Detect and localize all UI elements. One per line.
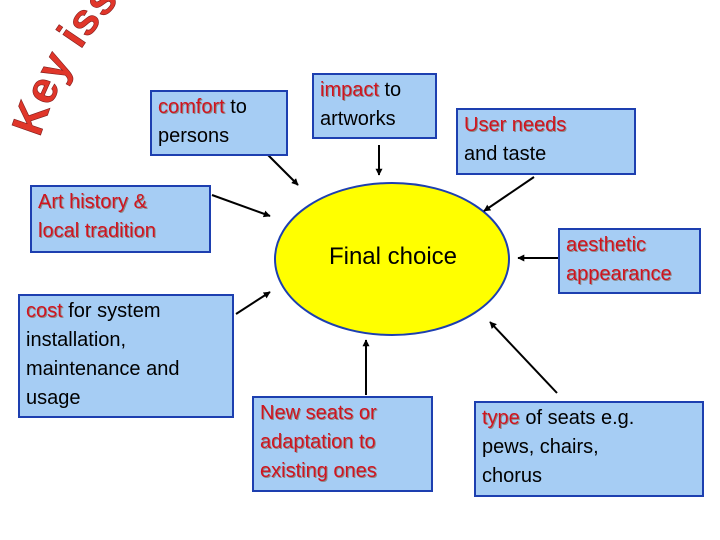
new-seats-line3: existing ones — [260, 460, 377, 482]
cost-keyword: cost — [26, 300, 63, 322]
art-history-line1: Art history & — [38, 191, 147, 213]
arrow-type — [489, 321, 558, 394]
impact-line2: artworks — [320, 108, 396, 130]
user-needs-line2: and taste — [464, 143, 547, 165]
type-keyword: type — [482, 407, 520, 429]
arrow-user — [483, 176, 535, 212]
user-needs-line1: User needs — [464, 114, 567, 136]
comfort-keyword: comfort — [158, 96, 225, 118]
new-seats-line2: adaptation to — [260, 431, 376, 453]
arrow-cost — [235, 291, 271, 315]
art-history-box: Art history & local tradition — [30, 185, 211, 253]
type-line2: pews, chairs, — [482, 436, 599, 458]
impact-keyword: impact — [320, 79, 379, 101]
art-history-line2: local tradition — [38, 220, 156, 242]
final-choice-label: Final choice — [328, 243, 458, 270]
impact-text: to — [378, 79, 402, 101]
comfort-box: comfort to persons — [150, 90, 288, 156]
cost-line3: maintenance and — [26, 358, 180, 380]
cost-text: for system — [62, 300, 161, 322]
type-box: type of seats e.g. pews, chairs, chorus — [474, 401, 704, 497]
cost-line4: usage — [26, 387, 81, 409]
final-choice-ellipse — [274, 182, 510, 336]
arrow-art — [211, 194, 271, 218]
new-seats-line1: New seats or — [260, 402, 377, 424]
cost-line2: installation, — [26, 329, 127, 351]
arrow-comfort — [267, 154, 299, 186]
aesthetic-line2: appearance — [566, 263, 672, 285]
comfort-line2: persons — [158, 125, 230, 147]
new-seats-box: New seats or adaptation to existing ones — [252, 396, 433, 492]
comfort-text: to — [224, 96, 247, 118]
user-needs-box: User needs and taste — [456, 108, 636, 175]
type-text: of seats e.g. — [519, 407, 635, 429]
aesthetic-line1: aesthetic — [566, 234, 647, 256]
cost-box: cost for system installation, maintenanc… — [18, 294, 234, 418]
type-line3: chorus — [482, 465, 543, 487]
impact-box: impact to artworks — [312, 73, 437, 139]
aesthetic-box: aesthetic appearance — [558, 228, 701, 294]
